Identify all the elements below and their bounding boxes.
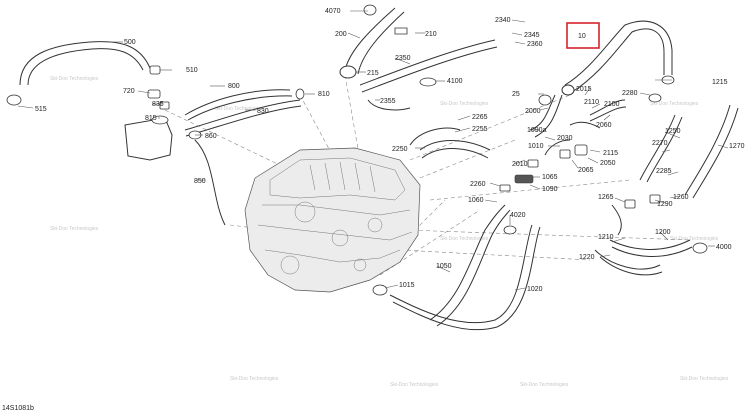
part-label: 4100 bbox=[447, 78, 463, 85]
part-label: 2050 bbox=[600, 160, 616, 167]
part-label: 2265 bbox=[472, 114, 488, 121]
part-label: 1290 bbox=[657, 201, 673, 208]
part-label: 1090 bbox=[542, 186, 558, 193]
part-label: 2060 bbox=[596, 122, 612, 129]
part-label: 2030 bbox=[557, 135, 573, 142]
part-label: 200 bbox=[335, 31, 347, 38]
part-label: 1015 bbox=[399, 282, 415, 289]
part-label: 2015 bbox=[576, 86, 592, 93]
part-label: 1200 bbox=[655, 229, 671, 236]
part-label: 860 bbox=[205, 133, 217, 140]
watermark: Ski-Doo Technologies bbox=[50, 76, 99, 82]
watermark: Ski-Doo Technologies bbox=[390, 382, 439, 388]
engine-block bbox=[244, 147, 421, 293]
part-label: 810 bbox=[318, 91, 330, 98]
part-label: 2100 bbox=[604, 101, 620, 108]
part-label: 2350 bbox=[395, 55, 411, 62]
part-label: 2355 bbox=[380, 98, 396, 105]
part-label: 1215 bbox=[712, 79, 728, 86]
watermark: Ski-Doo Technologies bbox=[650, 101, 699, 107]
part-label: 2255 bbox=[472, 126, 488, 133]
part-label-10[interactable]: 10 bbox=[578, 33, 586, 40]
part-label: 1020 bbox=[527, 286, 543, 293]
part-label: 515 bbox=[35, 106, 47, 113]
part-label: 500 bbox=[124, 39, 136, 46]
watermark-layer: Ski-Doo Technologies Ski-Doo Technologie… bbox=[50, 76, 729, 388]
part-label: 1265 bbox=[598, 194, 614, 201]
part-label: 1060 bbox=[468, 197, 484, 204]
part-label: 1250 bbox=[665, 128, 681, 135]
highlight-box[interactable] bbox=[566, 22, 600, 49]
part-label: 1210 bbox=[598, 234, 614, 241]
part-label: 1010 bbox=[528, 143, 544, 150]
part-label: 1260 bbox=[673, 194, 689, 201]
watermark: Ski-Doo Technologies bbox=[670, 236, 719, 242]
part-label: 2285 bbox=[656, 168, 672, 175]
watermark: Ski-Doo Technologies bbox=[215, 106, 264, 112]
part-label: 2250 bbox=[392, 146, 408, 153]
part-label: 1065 bbox=[542, 174, 558, 181]
part-label: 815 bbox=[145, 115, 157, 122]
part-label: 2345 bbox=[524, 32, 540, 39]
part-label: 1220 bbox=[579, 254, 595, 261]
part-label: 2065 bbox=[578, 167, 594, 174]
part-label: 2000 bbox=[525, 108, 541, 115]
leader-lines bbox=[17, 10, 729, 291]
document-id: 14S1081b bbox=[2, 405, 34, 412]
part-label: 1090a bbox=[527, 127, 547, 134]
part-label: 2360 bbox=[527, 41, 543, 48]
part-label: 2260 bbox=[470, 181, 486, 188]
part-label: 4000 bbox=[716, 244, 732, 251]
part-label: 25 bbox=[512, 91, 520, 98]
part-label: 210 bbox=[425, 31, 437, 38]
part-label: 510 bbox=[186, 67, 198, 74]
part-label: 215 bbox=[367, 70, 379, 77]
part-label: 835 bbox=[152, 101, 164, 108]
watermark: Ski-Doo Technologies bbox=[680, 376, 729, 382]
part-label: 4020 bbox=[510, 212, 526, 219]
part-label: 1050 bbox=[436, 263, 452, 270]
part-label: 1270 bbox=[729, 143, 745, 150]
part-label: 2340 bbox=[495, 17, 511, 24]
part-label: 2280 bbox=[622, 90, 638, 97]
part-label: 830 bbox=[257, 108, 269, 115]
watermark: Ski-Doo Technologies bbox=[520, 382, 569, 388]
part-labels: 4070 200 210 215 2350 4100 2355 500 510 … bbox=[35, 8, 745, 293]
part-label: 2010 bbox=[512, 161, 528, 168]
watermark: Ski-Doo Technologies bbox=[50, 226, 99, 232]
part-label: 2110 bbox=[584, 99, 599, 106]
part-label: 720 bbox=[123, 88, 135, 95]
part-label: 800 bbox=[228, 83, 240, 90]
part-label: 850 bbox=[194, 178, 206, 185]
watermark: Ski-Doo Technologies bbox=[230, 376, 279, 382]
part-label: 2270 bbox=[652, 140, 668, 147]
watermark: Ski-Doo Technologies bbox=[440, 101, 489, 107]
part-label: 4070 bbox=[325, 8, 341, 15]
part-label: 2115 bbox=[603, 150, 618, 157]
watermark: Ski-Doo Technologies bbox=[440, 236, 489, 242]
